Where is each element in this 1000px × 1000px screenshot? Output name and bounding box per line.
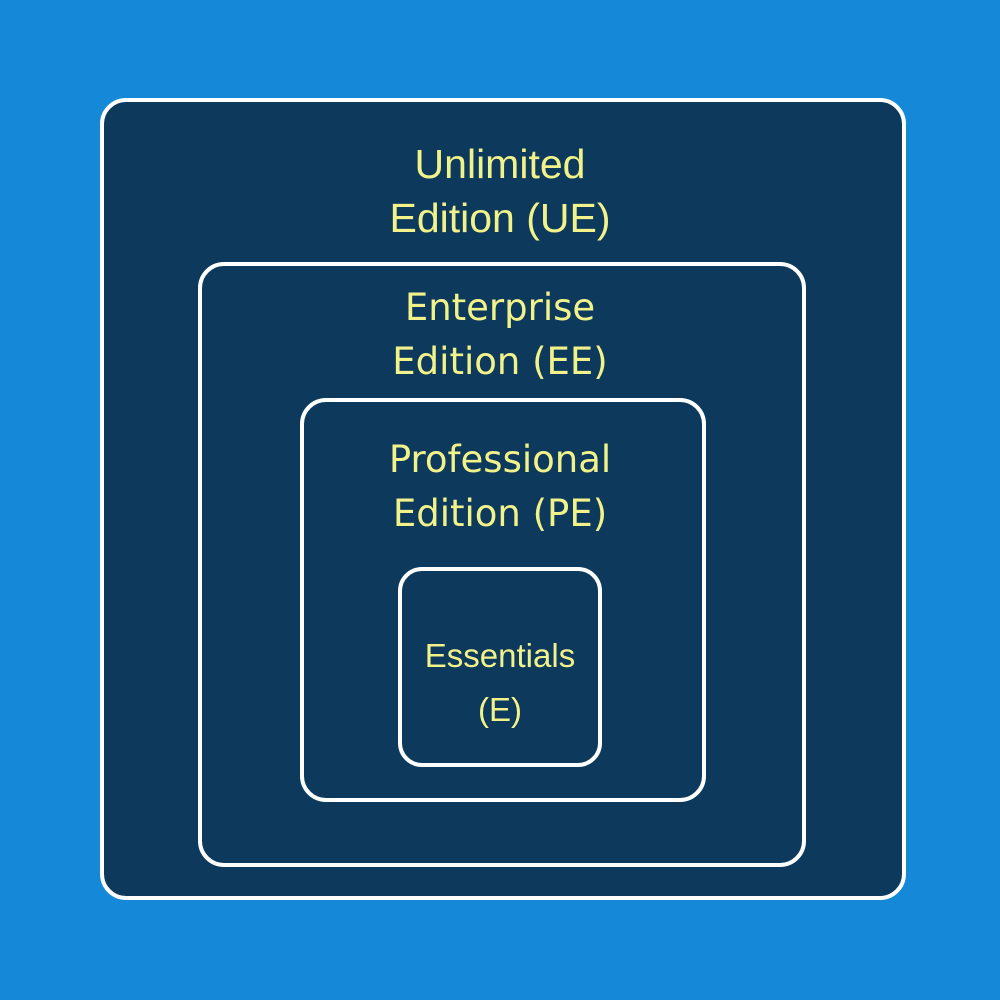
essentials-edition-label: Essentials (E) [0, 629, 1000, 737]
unlimited-edition-label-line2: Edition (UE) [389, 195, 611, 241]
unlimited-edition-label: Unlimited Edition (UE) [0, 137, 1000, 245]
unlimited-edition-label-line1: Unlimited [414, 141, 586, 187]
professional-edition-label-line2: Edition (PE) [392, 492, 608, 535]
enterprise-edition-label-line1: Enterprise [404, 286, 596, 329]
essentials-edition-box [398, 567, 602, 767]
essentials-edition-label-line2: (E) [478, 691, 522, 728]
enterprise-edition-label-line2: Edition (EE) [392, 340, 608, 383]
enterprise-edition-label: Enterprise Edition (EE) [0, 281, 1000, 389]
essentials-edition-label-line1: Essentials [424, 637, 576, 674]
professional-edition-label-line1: Professional [388, 438, 612, 481]
professional-edition-label: Professional Edition (PE) [0, 433, 1000, 541]
